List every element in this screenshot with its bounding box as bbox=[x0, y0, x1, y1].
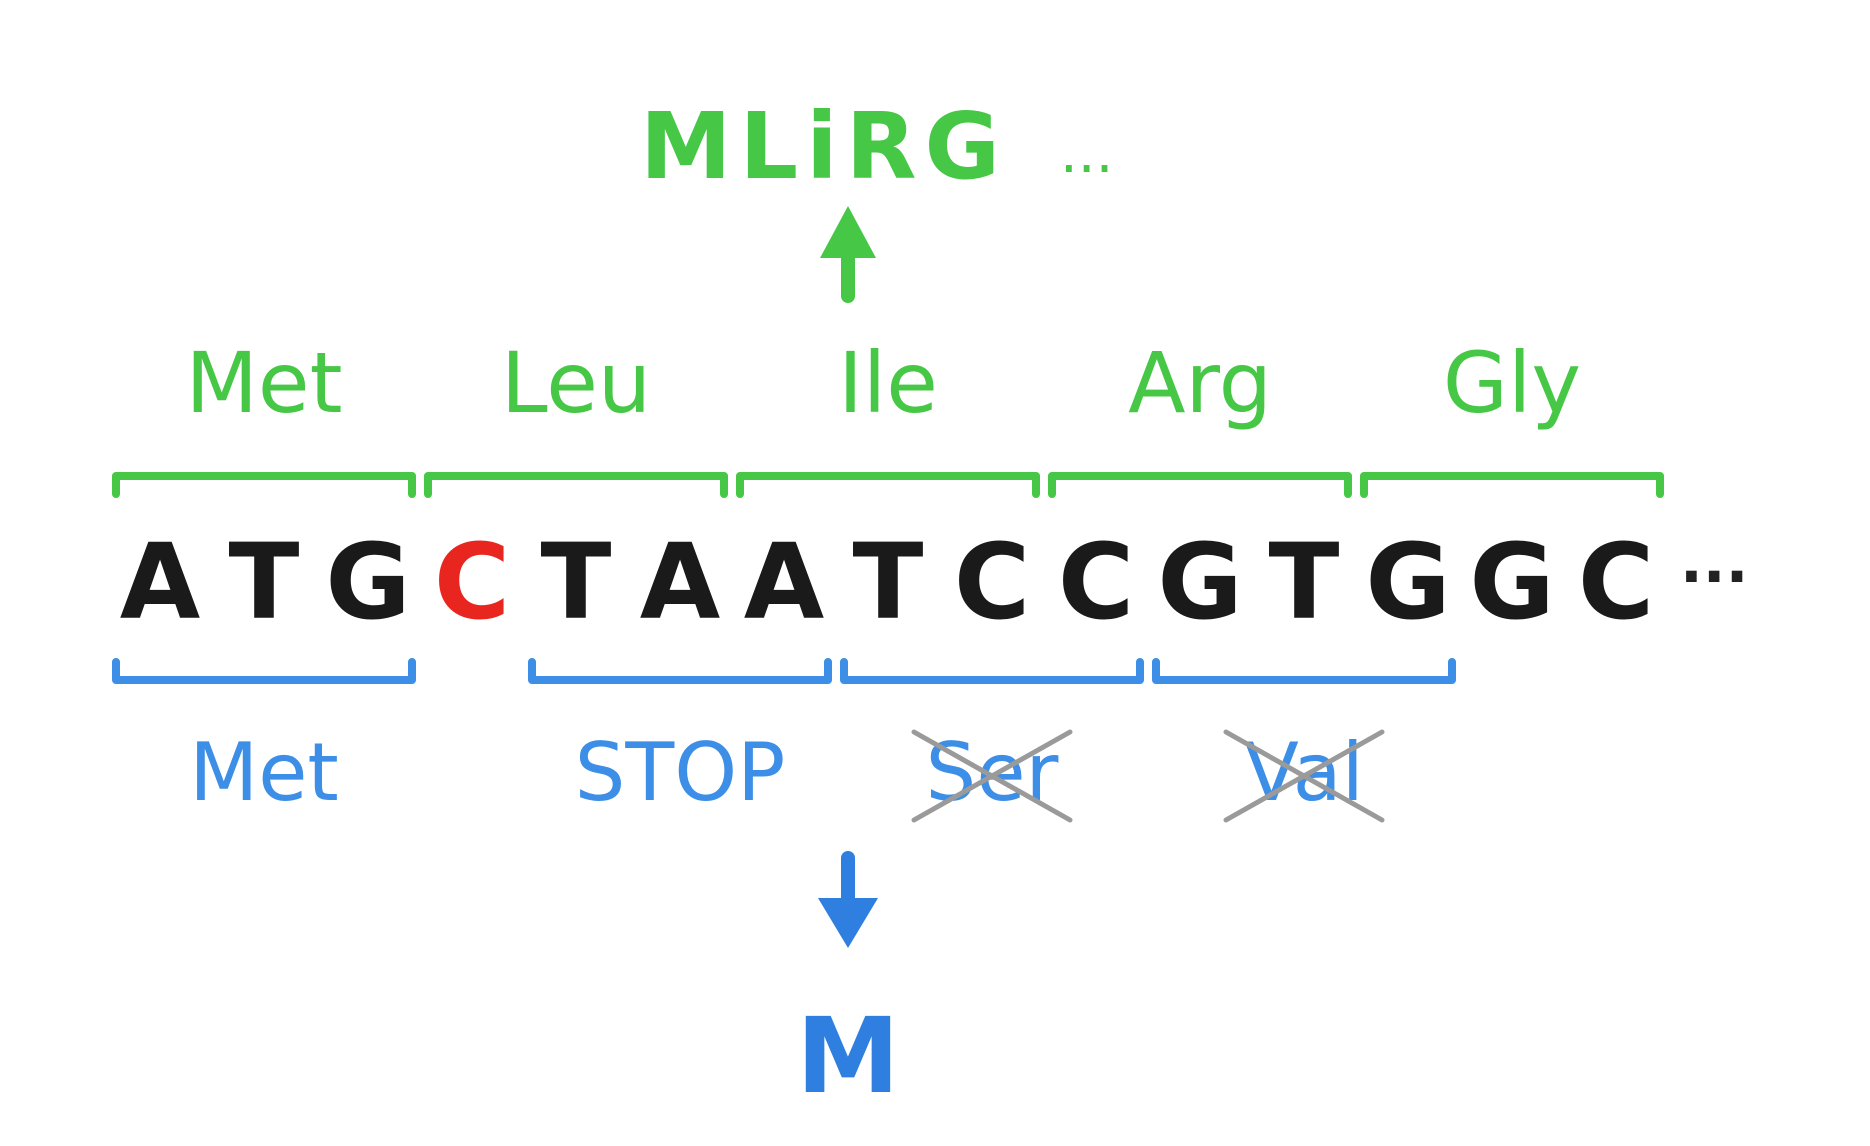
original-frame-codons: Met Leu Ile Arg Gly bbox=[112, 334, 1664, 498]
strike-through-mark bbox=[1223, 729, 1385, 823]
mutated-codon-bracket bbox=[1152, 658, 1456, 684]
mutated-codon-bracket bbox=[840, 658, 1144, 684]
base-c: C bbox=[434, 521, 510, 643]
original-codon-bracket bbox=[112, 472, 416, 498]
original-codon-label: Ile bbox=[838, 334, 938, 432]
mutated-codon-bracket bbox=[112, 658, 416, 684]
arrow-down-icon bbox=[818, 851, 878, 948]
base-c: C bbox=[954, 521, 1030, 643]
base-t: T bbox=[1269, 521, 1340, 643]
mutated-protein-label: M bbox=[796, 995, 900, 1117]
mutated-codon-label: Val bbox=[1244, 726, 1364, 819]
mutated-codon-bracket bbox=[528, 658, 832, 684]
original-codon-label: Arg bbox=[1128, 334, 1272, 432]
base-a: A bbox=[640, 521, 721, 643]
base-c: C bbox=[1578, 521, 1654, 643]
base-c: C bbox=[1058, 521, 1134, 643]
base-t: T bbox=[541, 521, 612, 643]
mutated-codon-label: Met bbox=[189, 726, 339, 819]
original-codon-label: Gly bbox=[1443, 334, 1581, 432]
base-a: A bbox=[120, 521, 201, 643]
arrow-up-icon bbox=[820, 206, 876, 303]
original-codon-bracket bbox=[1048, 472, 1352, 498]
original-protein-ellipsis: ... bbox=[1060, 121, 1113, 186]
base-g: G bbox=[1469, 521, 1554, 643]
original-codon-label: Met bbox=[185, 334, 342, 432]
original-protein-label: MLiRG bbox=[640, 93, 1008, 200]
original-codon-bracket bbox=[424, 472, 728, 498]
original-codon-bracket bbox=[1360, 472, 1664, 498]
original-codon-bracket bbox=[736, 472, 1040, 498]
sequence-ellipsis: ... bbox=[1680, 527, 1748, 597]
base-t: T bbox=[229, 521, 300, 643]
base-g: G bbox=[1157, 521, 1242, 643]
base-t: T bbox=[853, 521, 924, 643]
base-g: G bbox=[1365, 521, 1450, 643]
base-g: G bbox=[325, 521, 410, 643]
base-a: A bbox=[744, 521, 825, 643]
original-codon-label: Leu bbox=[501, 334, 651, 432]
strike-through-mark bbox=[911, 729, 1073, 823]
mutated-codon-label: STOP bbox=[575, 726, 786, 819]
